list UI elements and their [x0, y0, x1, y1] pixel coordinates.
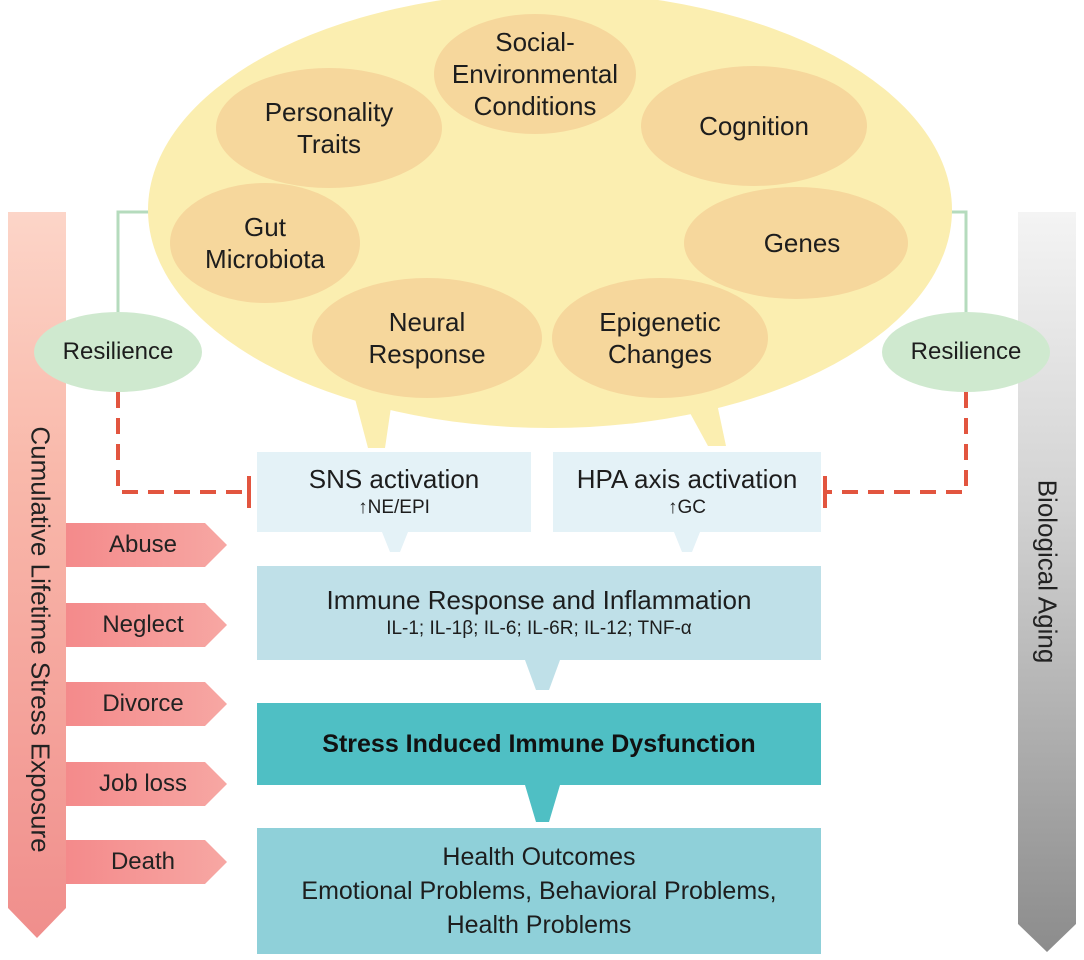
stressor-shape-neglect — [66, 603, 227, 647]
dysfunction-title: Stress Induced Immune Dysfunction — [322, 730, 756, 758]
stressor-shape-divorce — [66, 682, 227, 726]
hpa-box — [553, 452, 821, 532]
immune-response-box: Immune Response and Inflammation IL-1; I… — [257, 566, 821, 660]
health-outcomes-box: Health Outcomes Emotional Problems, Beha… — [257, 828, 821, 954]
hpa-subtitle: ↑GC — [668, 497, 706, 518]
stressor-shape-death — [66, 840, 227, 884]
factor-epigenetic-changes: Epigenetic Changes — [599, 307, 721, 369]
cumulative-stress-arrow — [8, 212, 66, 938]
outcomes-line-1: Emotional Problems, Behavioral Problems, — [301, 877, 777, 905]
resilience-label-right: Resilience — [910, 338, 1022, 365]
stressor-shape-abuse — [66, 523, 227, 567]
outcomes-box — [257, 828, 821, 954]
factor-cognition: Cognition — [699, 111, 809, 141]
stressor-abuse: Abuse — [108, 531, 178, 558]
sns-title: SNS activation — [308, 464, 480, 494]
immune-box — [257, 566, 821, 660]
factor-neural-response: Neural Response — [368, 307, 486, 369]
biological-aging-label: Biological Aging — [1032, 479, 1063, 664]
stressor-job-loss: Job loss — [98, 770, 188, 797]
cumulative-lifetime-stress-label: Cumulative Lifetime Stress Exposure — [25, 426, 56, 853]
stressor-divorce: Divorce — [102, 690, 184, 717]
dysfunction-box — [257, 703, 821, 785]
stressor-death: Death — [110, 848, 176, 875]
hpa-title: HPA axis activation — [576, 464, 798, 494]
stressor-shape-job-loss — [66, 762, 227, 806]
resilience-ellipse-right — [882, 312, 1050, 392]
resilience-ellipse-left — [34, 312, 202, 392]
sns-activation-box: SNS activation ↑NE/EPI — [257, 452, 531, 532]
stress-immune-dysfunction-box: Stress Induced Immune Dysfunction — [257, 703, 821, 785]
sns-box — [257, 452, 531, 532]
hpa-activation-box: HPA axis activation ↑GC — [553, 452, 821, 532]
immune-cytokines: IL-1; IL-1β; IL-6; IL-6R; IL-12; TNF-α — [386, 618, 692, 639]
inhibition-line-right — [826, 392, 968, 494]
inhibition-line-left — [116, 392, 248, 494]
sns-subtitle: ↑NE/EPI — [358, 497, 430, 518]
factor-personality-traits: Personality Traits — [264, 97, 394, 159]
outcomes-line-2: Health Problems — [446, 911, 632, 939]
factor-gut-microbiota: Gut Microbiota — [205, 212, 325, 274]
resilience-label-left: Resilience — [62, 338, 174, 365]
outcomes-title: Health Outcomes — [442, 843, 636, 871]
immune-title: Immune Response and Inflammation — [326, 585, 752, 615]
biological-aging-arrow — [1018, 212, 1076, 952]
stressor-neglect: Neglect — [102, 611, 184, 638]
factor-social-environmental: Social- Environmental Conditions — [451, 27, 619, 121]
factor-genes: Genes — [763, 228, 841, 258]
